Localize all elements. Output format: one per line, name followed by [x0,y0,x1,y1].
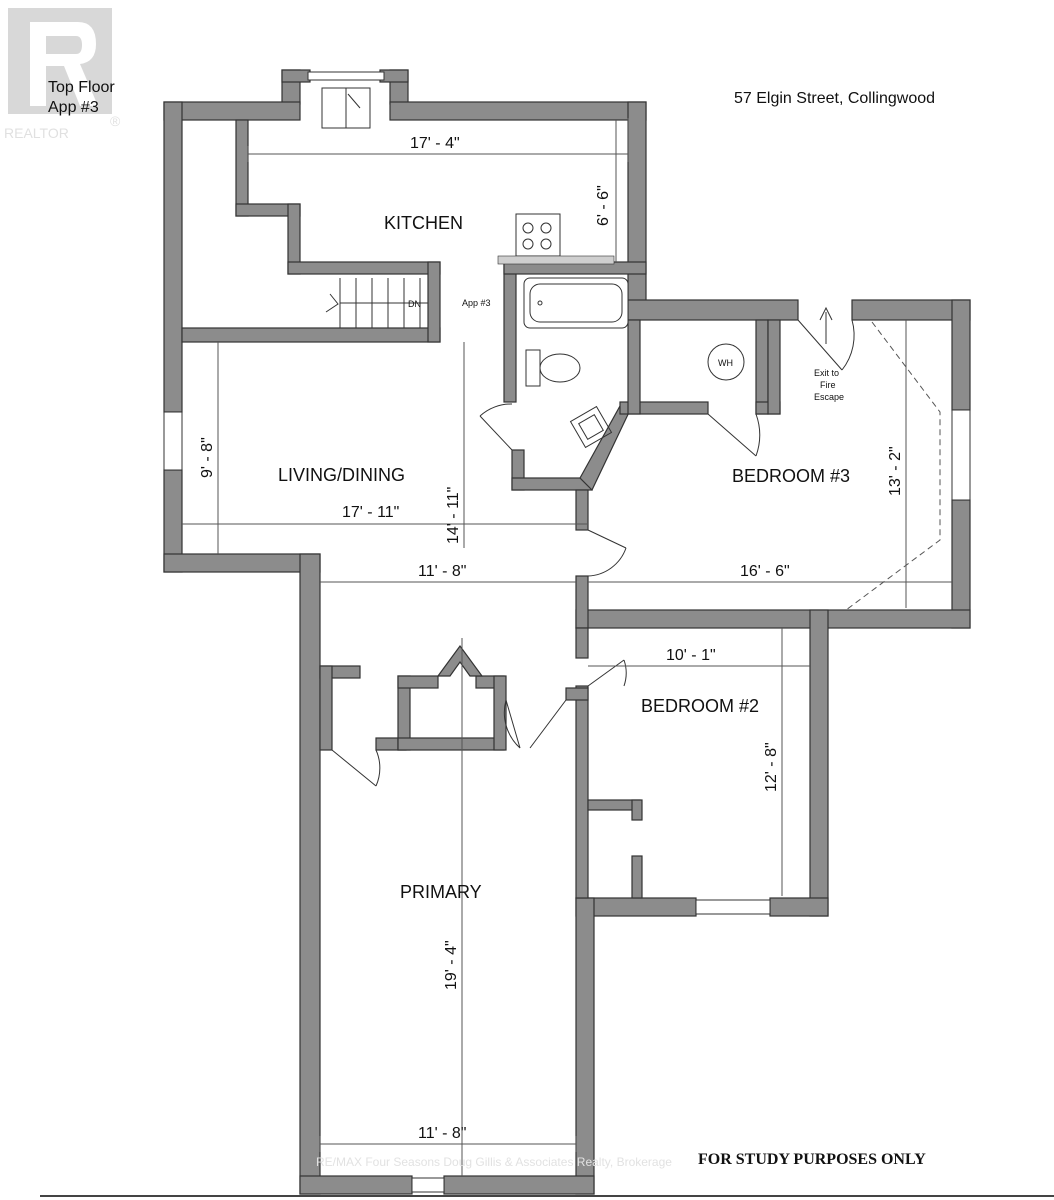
bedroom3-width-dim: 16' - 6" [740,563,790,580]
realtor-logo: REALTOR ® [4,8,121,141]
kitchen-width-dim: 17' - 4" [410,135,460,152]
kitchen-fixtures [321,87,615,265]
staircase: DN [325,278,428,328]
disclaimer-text: FOR STUDY PURPOSES ONLY [698,1151,926,1168]
exterior-walls [163,69,971,1195]
hall-width-dim: 11' - 8" [418,563,466,580]
windows [163,71,971,1193]
bedroom2-depth-dim: 12' - 8" [763,742,780,792]
bedroom3-depth-dim: 13' - 2" [887,446,904,496]
floor-title-line1: Top Floor [48,79,115,96]
brokerage-credit: RE/MAX Four Seasons Doug Gillis & Associ… [316,1155,672,1169]
bedroom2-label: BEDROOM #2 [641,696,759,716]
exit-label-line1: Exit to [814,368,839,378]
realtor-text: REALTOR [4,125,69,141]
floor-title-line2: App #3 [48,99,99,116]
stairs-down-label: DN [408,299,421,309]
primary-label: PRIMARY [400,882,482,902]
kitchen-label: KITCHEN [384,213,463,233]
bathroom-fixtures: WH [523,277,745,449]
water-heater-label: WH [718,358,733,368]
exit-label-line2: Fire [820,380,836,390]
app-number-label: App #3 [462,298,491,308]
dimension-lines [182,118,952,1176]
address-title: 57 Elgin Street, Collingwood [734,90,935,107]
living-depth-dim: 9' - 8" [199,437,216,478]
living-dining-label: LIVING/DINING [278,465,405,485]
primary-width-dim: 11' - 8" [418,1125,466,1142]
living-width-dim: 17' - 11" [342,504,399,521]
exit-label-line3: Escape [814,392,844,402]
doors [331,306,855,787]
realtor-registered: ® [110,113,121,129]
primary-length-dim: 19' - 4" [443,940,460,990]
hall-length-dim: 14' - 11" [445,487,462,544]
interior-walls [181,119,781,899]
bedroom3-label: BEDROOM #3 [732,466,850,486]
kitchen-depth-dim: 6' - 6" [595,185,612,226]
bedroom2-width-dim: 10' - 1" [666,647,716,664]
